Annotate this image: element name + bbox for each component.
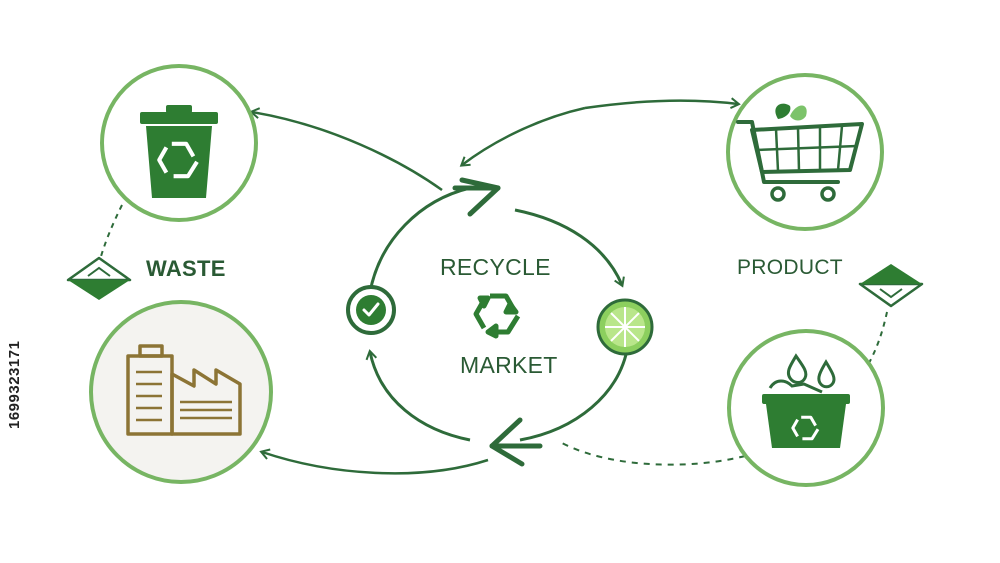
- product-label: PRODUCT: [737, 256, 843, 279]
- arrow-market-to-product: [584, 97, 741, 110]
- waste-node: [100, 64, 258, 222]
- stock-image-id: 1699323171: [6, 340, 23, 430]
- factory-icon: [126, 344, 242, 436]
- arrow-market-to-waste: [249, 107, 443, 192]
- check-icon: [346, 285, 396, 335]
- arrow-product-to-market: [459, 106, 586, 167]
- dashed-compost-to-market: [561, 442, 746, 466]
- factory-node: [89, 300, 273, 484]
- dashed-product-connector: [867, 311, 888, 366]
- waste-diamond-badge: [66, 256, 132, 300]
- recycle-label: RECYCLE: [440, 254, 551, 280]
- recycle-bin-icon: [140, 105, 218, 198]
- lime-slice-icon: [596, 298, 654, 356]
- product-node: [726, 73, 884, 231]
- market-label: MARKET: [460, 352, 558, 378]
- center-cycle: [365, 177, 630, 467]
- dashed-waste-connector: [99, 204, 123, 261]
- waste-label: WASTE: [146, 256, 226, 281]
- compost-node: [727, 329, 885, 487]
- shopping-cart-icon: [736, 103, 864, 202]
- recycle-symbol-icon: [473, 293, 521, 339]
- compost-basket-icon: [762, 353, 850, 448]
- product-diamond-badge: [858, 264, 924, 308]
- arrow-market-to-factory: [259, 448, 489, 475]
